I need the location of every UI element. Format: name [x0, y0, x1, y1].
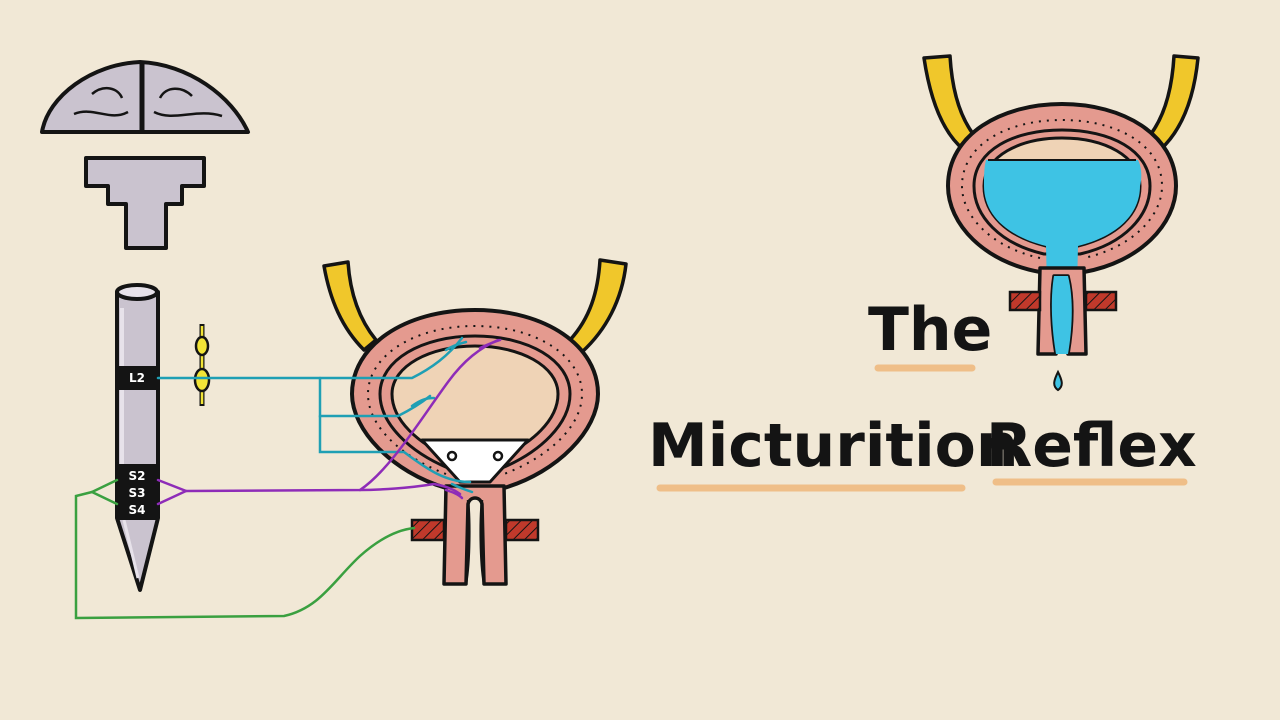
external-sphincter-right	[504, 518, 540, 542]
bladder-diagram	[322, 258, 628, 586]
external-sphincter-left	[410, 518, 446, 542]
title-word-reflex: Reflex	[986, 411, 1197, 481]
title-line-1: The	[868, 295, 992, 365]
segment-label-l2: L2	[129, 371, 145, 385]
spinal-segment-l2: L2	[117, 366, 158, 390]
sympathetic-ganglion	[193, 324, 211, 406]
urethra	[442, 484, 508, 586]
sympathetic-nerve-pathway	[156, 336, 474, 494]
segment-label-s2: S2	[129, 469, 146, 483]
title: The Micturition Reflex	[648, 295, 1197, 492]
bladder-voiding-icon	[922, 54, 1200, 392]
brain-cortex	[40, 60, 250, 134]
ligament-left	[322, 260, 378, 352]
title-word-micturition: Micturition	[648, 411, 1019, 481]
trigone	[420, 438, 530, 484]
spinal-segment-s2-s4: S2 S3 S4	[117, 464, 158, 520]
segment-label-s3: S3	[129, 486, 146, 500]
parasympathetic-nerve-pathway	[156, 338, 502, 506]
spinal-cord	[115, 283, 160, 592]
brainstem-pons	[84, 156, 206, 250]
urine-drop	[1053, 369, 1063, 392]
somatic-nerve-pathway	[74, 478, 416, 620]
ligament-right	[568, 258, 628, 354]
segment-label-s4: S4	[129, 503, 146, 517]
